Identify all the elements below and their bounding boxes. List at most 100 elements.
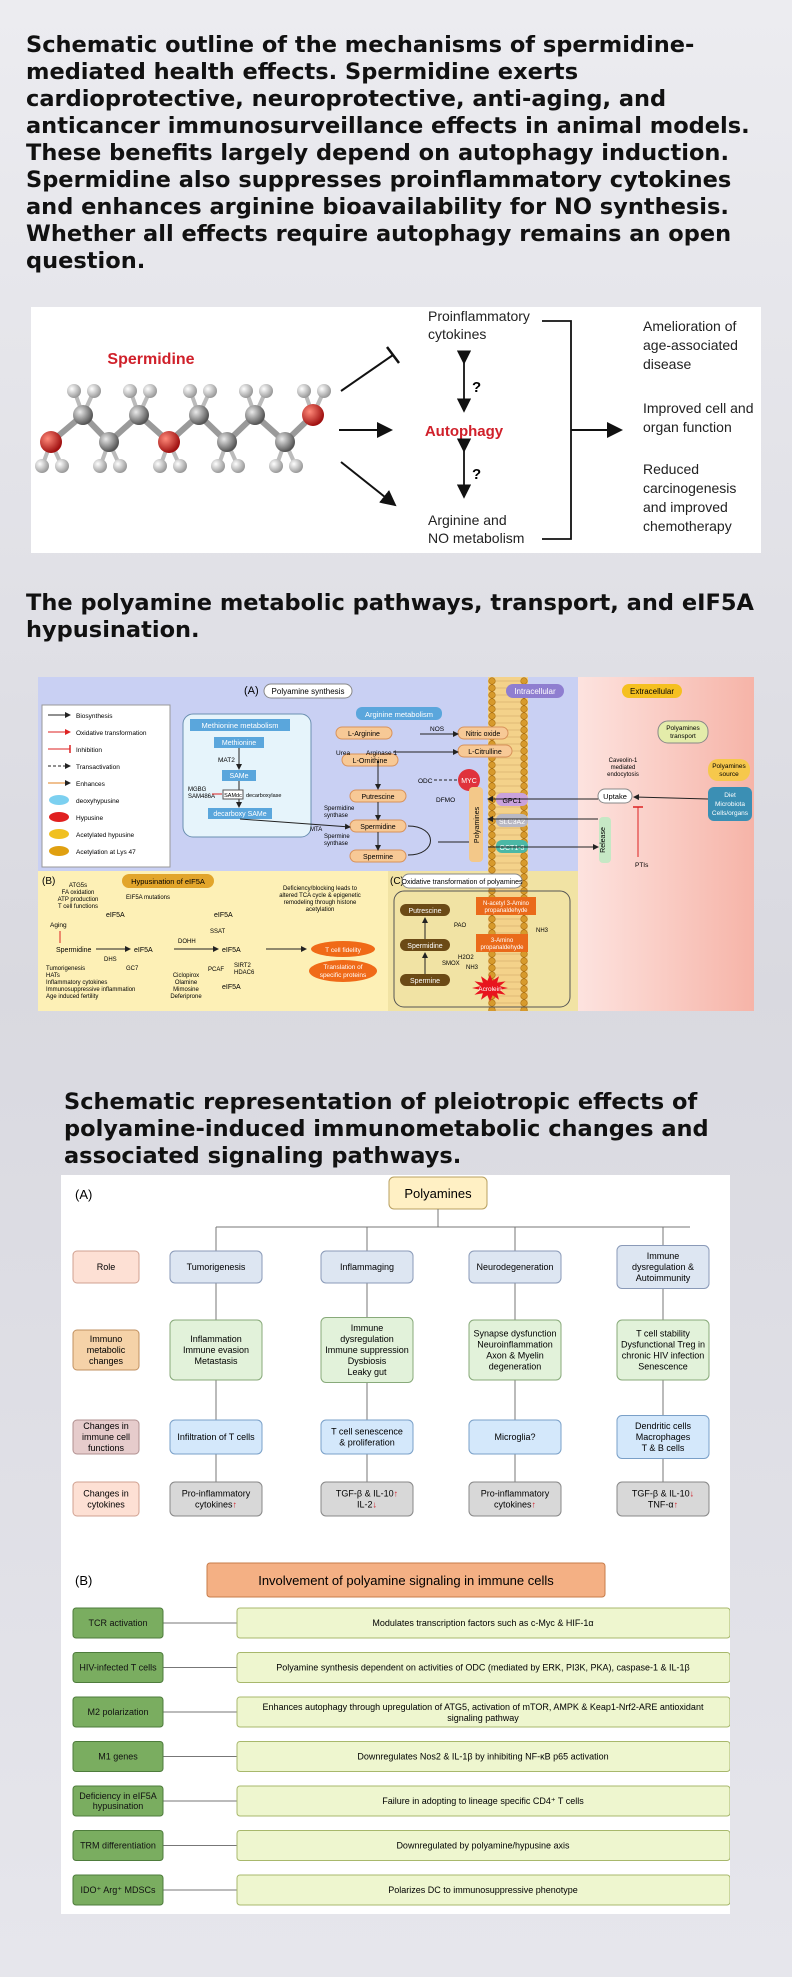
lipid-head (520, 985, 528, 993)
cell-line: Macrophages (636, 1432, 691, 1442)
row-left-label: TCR activation (88, 1618, 147, 1628)
samdc-label: SAMdc (224, 793, 242, 799)
panel-c-letter: (C) (390, 876, 404, 887)
lipid-head (520, 712, 528, 720)
legend-pill (49, 812, 69, 822)
lipid-head (520, 957, 528, 965)
eif5a-mutations-label: EIF5A mutations (126, 895, 170, 901)
row-left-box (72, 1874, 164, 1906)
pti-label: PTIs (635, 862, 649, 869)
cell-line: IL-2 (357, 1500, 373, 1510)
node-lorn (341, 753, 399, 767)
decarboxy-same-node (208, 808, 272, 819)
lipid-head (520, 866, 528, 874)
change-arrow: ↑ (233, 1500, 238, 1510)
same-label: SAMe (229, 773, 248, 780)
uptake-label: Uptake (603, 792, 627, 801)
hydrogen-atom (67, 384, 81, 398)
hydrogen-atom (211, 459, 225, 473)
slc3a2-transporter (496, 814, 528, 827)
lipid-head (488, 831, 496, 839)
panel-a-label: (A) (75, 1187, 92, 1202)
row-right-line: Modulates transcription factors such as … (372, 1618, 593, 1628)
signaling-table: TCR activation Modulates transcription fa… (72, 1607, 730, 1906)
release-bar (599, 817, 611, 863)
outcome-age-disease: Amelioration of age-associated disease (643, 318, 742, 372)
c-spermine-node (400, 974, 450, 986)
lipid-head (520, 978, 528, 986)
lipid-head (488, 775, 496, 783)
lipid-head (488, 698, 496, 706)
cell-line: Pro-inflammatory (481, 1489, 550, 1499)
cell-line: Leaky gut (347, 1367, 387, 1377)
row-right-text: Downregulated by polyamine/hypusine axis (396, 1841, 570, 1851)
cell-line: T & B cells (642, 1443, 685, 1453)
node-spermidine-label: Spermidine (360, 824, 396, 831)
lipid-head (488, 922, 496, 930)
legend-label: deoxyhypusine (76, 798, 120, 805)
cell-line: TGF-β & IL-10 (632, 1489, 690, 1499)
row-right-box (236, 1696, 730, 1728)
panel-b-letter: (B) (42, 876, 55, 887)
row-left-label: IDO⁺ Arg⁺ MDSCs (80, 1885, 156, 1895)
row-label-box (72, 1250, 140, 1284)
nh3-top-label: NH3 (536, 928, 549, 934)
cell-func-text: Infiltration of T cells (177, 1432, 255, 1442)
cell-line: Inflammaging (340, 1262, 394, 1272)
lipid-head (488, 719, 496, 727)
slc3a2-label: SLC3A2 (499, 819, 525, 826)
carbon-atom (245, 405, 265, 425)
arginine-metabolism-tag (356, 707, 442, 720)
pao-label: PAO (454, 923, 467, 929)
hydrogen-atom (93, 459, 107, 473)
cell-cyto-text: TGF-β & IL-10↓TNF-α↑ (632, 1489, 694, 1510)
legend-pill (49, 846, 69, 856)
cell-line: Neurodegeneration (476, 1262, 553, 1272)
row-right-box (236, 1652, 730, 1683)
row-label-line: Changes in (83, 1489, 129, 1499)
acrolein-burst (472, 974, 508, 1002)
lipid-head (488, 838, 496, 846)
h2o2-label: H2O2 (458, 955, 474, 961)
cell-line: TGF-β & IL-10 (336, 1489, 394, 1499)
hydrogen-atom (203, 384, 217, 398)
myc-node (458, 769, 480, 791)
lipid-head (488, 957, 496, 965)
caption-polyamine-pathways: The polyamine metabolic pathways, transp… (26, 590, 754, 643)
methionine-metabolism-label: Methionine metabolism (201, 721, 278, 730)
node-larg (335, 726, 393, 740)
panel-b-spermidine: Spermidine (56, 947, 92, 954)
cell-line: Inflammation (190, 1334, 242, 1344)
lipid-head (520, 992, 528, 1000)
lipid-head (488, 677, 496, 685)
lipid-head (488, 796, 496, 804)
row-label-line: Role (97, 1262, 116, 1272)
odc-label: ODC (418, 778, 433, 785)
legend-label: Transactivation (76, 764, 120, 771)
row-left-line: TRM differentiation (80, 1841, 156, 1851)
lipid-head (520, 859, 528, 867)
node-spermine-label: Spermine (363, 854, 393, 861)
gpc1-label: GPC1 (502, 798, 521, 805)
c-spermidine-node (400, 939, 450, 951)
decarboxylase-label: decarboxylase (246, 793, 281, 799)
question-bottom: ? (472, 466, 481, 483)
decarboxy-same-label: decarboxy SAMe (213, 811, 266, 818)
lipid-head (488, 803, 496, 811)
arginine-no-label: Arginine and NO metabolism (428, 512, 524, 546)
cell-cyto (169, 1481, 263, 1517)
legend-label: Acetylated hypusine (76, 832, 135, 839)
c-putrescine-label: Putrescine (408, 908, 441, 915)
cell-line: TNF-α (648, 1500, 674, 1510)
lipid-head (520, 761, 528, 769)
carbon-atom (275, 432, 295, 452)
dhs-label: DHS (104, 957, 117, 963)
cell-role (616, 1245, 710, 1289)
lipid-head (520, 768, 528, 776)
